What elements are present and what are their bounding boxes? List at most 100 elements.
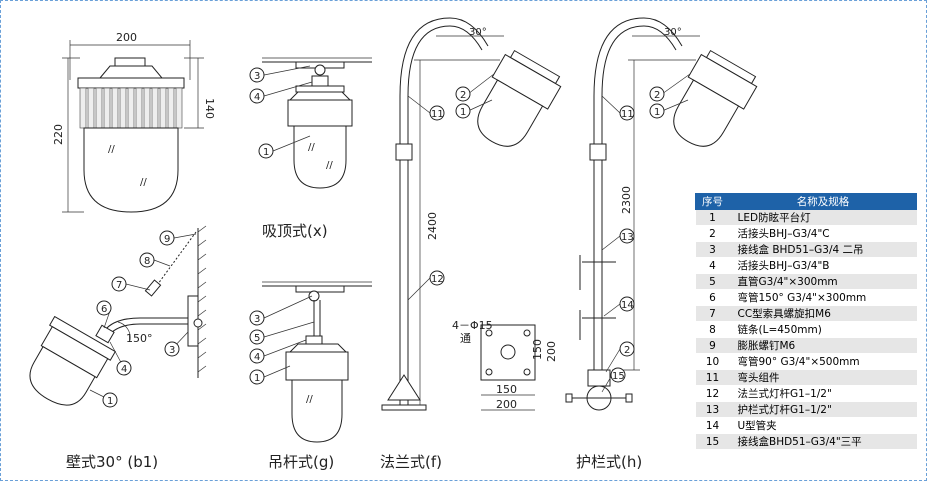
row-name: 膨胀螺钉M6 (729, 337, 917, 354)
dim-height-2400: 2400 (426, 212, 439, 240)
dim-height-140: 140 (203, 98, 216, 119)
row-number: 11 (695, 369, 730, 386)
callout-1: 1 (654, 107, 660, 118)
angle-30-guardrail: 30° (664, 27, 682, 38)
header-name: 名称及规格 (729, 193, 917, 210)
callout-4: 4 (254, 92, 260, 103)
caption-ceiling: 吸顶式(x) (262, 222, 328, 240)
angle-150: 150° (126, 332, 153, 345)
callout-1: 1 (460, 107, 466, 118)
callout-5: 5 (254, 333, 260, 344)
row-number: 6 (695, 289, 730, 306)
callout-11: 11 (621, 109, 634, 120)
pendant-mount-diagram: // (262, 281, 372, 443)
row-number: 1 (695, 209, 730, 226)
callouts: 3 4 1 3 5 4 1 9 8 7 6 3 4 1 11 12 2 (89, 65, 691, 408)
svg-text://: // (108, 144, 115, 155)
dim-base-v150: 150 (531, 339, 544, 360)
ceiling-mount-diagram: // // (262, 57, 372, 189)
callout-3: 3 (169, 345, 175, 356)
row-number: 14 (695, 417, 730, 434)
callout-2: 2 (460, 90, 466, 101)
row-name: CC型索具螺旋扣M6 (729, 305, 917, 322)
svg-text://: // (306, 394, 313, 405)
dim-height-220: 220 (52, 124, 65, 145)
callout-1: 1 (107, 396, 113, 407)
row-name: 弯头组件 (729, 369, 917, 386)
dim-base-v200: 200 (545, 341, 558, 362)
angle-30-flange: 30° (469, 27, 487, 38)
wall-mount-diagram: 150° (29, 225, 207, 406)
callout-4: 4 (254, 352, 260, 363)
callout-2: 2 (654, 90, 660, 101)
row-name: 活接头BHJ–G3/4"C (729, 225, 917, 242)
callout-13: 13 (621, 232, 634, 243)
callout-1: 1 (263, 147, 269, 158)
callout-15: 15 (612, 371, 625, 382)
row-name: LED防眩平台灯 (729, 209, 917, 226)
row-number: 15 (695, 433, 730, 450)
svg-text://: // (326, 160, 333, 171)
callout-8: 8 (144, 256, 150, 267)
callout-3: 3 (254, 71, 260, 82)
dim-height-2300: 2300 (620, 186, 633, 214)
callout-14: 14 (621, 300, 634, 311)
callout-11: 11 (431, 109, 444, 120)
parts-table-header: 序号 名称及规格 (695, 193, 917, 210)
row-name: 弯管90° G3/4"×500mm (729, 353, 917, 370)
row-name: U型管夹 (729, 417, 917, 434)
row-name: 直管G3/4"×300mm (729, 273, 917, 290)
row-number: 9 (695, 337, 730, 354)
row-name: 护栏式灯杆G1–1/2" (729, 401, 917, 418)
hole-spec: 4－Φ15 (452, 319, 493, 332)
dim-base-200: 200 (496, 398, 517, 411)
header-no: 序号 (695, 193, 730, 210)
callout-6: 6 (101, 304, 107, 315)
callout-9: 9 (164, 234, 170, 245)
callout-4: 4 (121, 364, 127, 375)
svg-text://: // (140, 177, 147, 188)
row-number: 13 (695, 401, 730, 418)
row-number: 2 (695, 225, 730, 242)
dim-base-150: 150 (496, 383, 517, 396)
row-number: 8 (695, 321, 730, 338)
caption-wall: 壁式30° (b1) (66, 453, 158, 471)
row-name: 法兰式灯杆G1–1/2" (729, 385, 917, 402)
row-number: 7 (695, 305, 730, 322)
row-number: 10 (695, 353, 730, 370)
row-name: 活接头BHJ–G3/4"B (729, 257, 917, 274)
callout-2: 2 (624, 345, 630, 356)
row-number: 3 (695, 241, 730, 258)
caption-pendant: 吊杆式(g) (268, 453, 334, 471)
row-number: 5 (695, 273, 730, 290)
main-lamp: // // 200 140 220 (52, 31, 216, 213)
row-number: 12 (695, 385, 730, 402)
dim-width-200: 200 (116, 31, 137, 44)
hole-note: 通 (460, 332, 471, 345)
svg-text://: // (308, 142, 315, 153)
callout-1: 1 (254, 373, 260, 384)
callout-7: 7 (116, 280, 122, 291)
caption-flange: 法兰式(f) (380, 453, 442, 471)
row-name: 弯管150° G3/4"×300mm (729, 289, 917, 306)
row-name: 链条(L=450mm) (729, 321, 917, 338)
callout-3: 3 (254, 314, 260, 325)
caption-guardrail: 护栏式(h) (576, 453, 642, 471)
callout-12: 12 (431, 274, 444, 285)
row-name: 接线盒BHD51–G3/4"三平 (729, 433, 917, 450)
